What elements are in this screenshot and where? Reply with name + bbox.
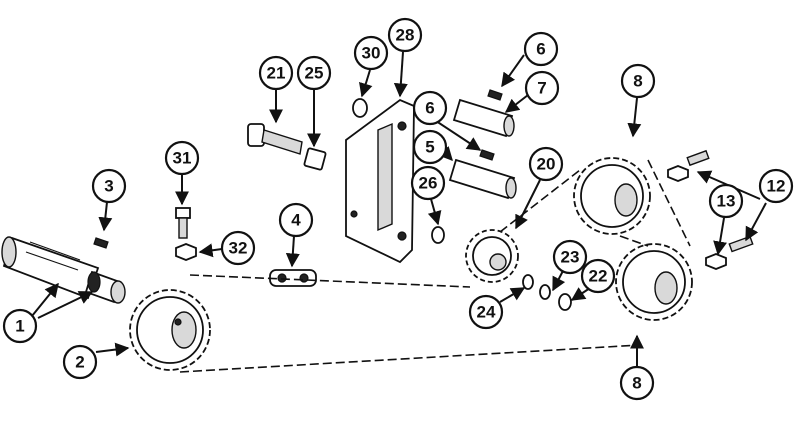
- callout-3: 3: [91, 168, 127, 204]
- sprocket-upper-right: [573, 157, 651, 235]
- callout-24: 24: [468, 294, 504, 330]
- callout-1-label: 1: [15, 317, 24, 336]
- sprocket-lower-right: [615, 243, 693, 321]
- callout-7: 7: [524, 70, 560, 106]
- callout-32: 32: [220, 230, 256, 266]
- bolt-part-21: [247, 123, 303, 155]
- bolt-part-31: [175, 207, 191, 239]
- callout-6-upper-label: 6: [536, 40, 545, 59]
- callout-24-label: 24: [477, 303, 496, 322]
- callout-8-upper-label: 8: [633, 72, 642, 91]
- sprocket-large-left: [129, 289, 211, 371]
- washer-part-23: [539, 284, 551, 300]
- callout-12-label: 12: [767, 177, 786, 196]
- callout-28: 28: [387, 17, 423, 53]
- hub-part: [84, 270, 126, 304]
- callout-13-label: 13: [717, 192, 736, 211]
- callout-22: 22: [580, 258, 616, 294]
- callout-8-lower-label: 8: [632, 374, 641, 393]
- chain-link-part-4: [269, 269, 317, 287]
- callout-20: 20: [528, 146, 564, 182]
- callout-20-label: 20: [537, 155, 556, 174]
- callout-31-label: 31: [173, 149, 192, 168]
- callout-1: 1: [2, 308, 38, 344]
- nut-part-32: [175, 243, 197, 261]
- shaft-part-5: [448, 158, 517, 200]
- callout-5-label: 5: [425, 138, 434, 157]
- bolt-part-12-upper: [667, 149, 710, 182]
- washer-part-26: [431, 226, 445, 244]
- chain-loop: [179, 159, 691, 373]
- callout-2-label: 2: [75, 353, 84, 372]
- callout-26: 26: [410, 165, 446, 201]
- callout-8-upper: 8: [620, 63, 656, 99]
- callout-30: 30: [353, 35, 389, 71]
- shaft-part: [1, 236, 100, 300]
- washer-part-24: [522, 274, 534, 290]
- callout-22-label: 22: [589, 267, 608, 286]
- callout-3-label: 3: [104, 177, 113, 196]
- callout-6-lower: 6: [412, 90, 448, 126]
- callout-30-label: 30: [362, 44, 381, 63]
- callout-8-lower: 8: [619, 365, 655, 401]
- callout-21: 21: [258, 55, 294, 91]
- callout-23-label: 23: [561, 248, 580, 267]
- callout-21-label: 21: [267, 64, 286, 83]
- washer-part-30: [352, 98, 368, 118]
- callout-12: 12: [758, 168, 794, 204]
- callout-4-label: 4: [291, 211, 301, 230]
- retainer-part-22: [558, 293, 572, 311]
- callout-25-label: 25: [305, 64, 324, 83]
- shaft-part-7: [452, 98, 515, 138]
- callout-31: 31: [164, 140, 200, 176]
- callout-6-upper: 6: [523, 31, 559, 67]
- bolt-part-12-lower: [705, 235, 754, 270]
- callout-25: 25: [296, 55, 332, 91]
- washer-part-25: [303, 147, 327, 171]
- callout-23: 23: [552, 239, 588, 275]
- key-part-3: [93, 237, 109, 249]
- key-part-6-upper: [487, 89, 503, 101]
- callout-13: 13: [708, 183, 744, 219]
- sprocket-small-part-20: [465, 229, 519, 283]
- callout-26-label: 26: [419, 174, 438, 193]
- callout-4: 4: [278, 202, 314, 238]
- bracket-plate-part-28: [345, 98, 415, 264]
- callout-28-label: 28: [396, 26, 415, 45]
- key-part-6-lower: [479, 149, 495, 161]
- callout-32-label: 32: [229, 239, 248, 258]
- callout-7-label: 7: [537, 79, 546, 98]
- callout-6-lower-label: 6: [425, 99, 434, 118]
- callout-5: 5: [412, 129, 448, 165]
- callout-2: 2: [62, 344, 98, 380]
